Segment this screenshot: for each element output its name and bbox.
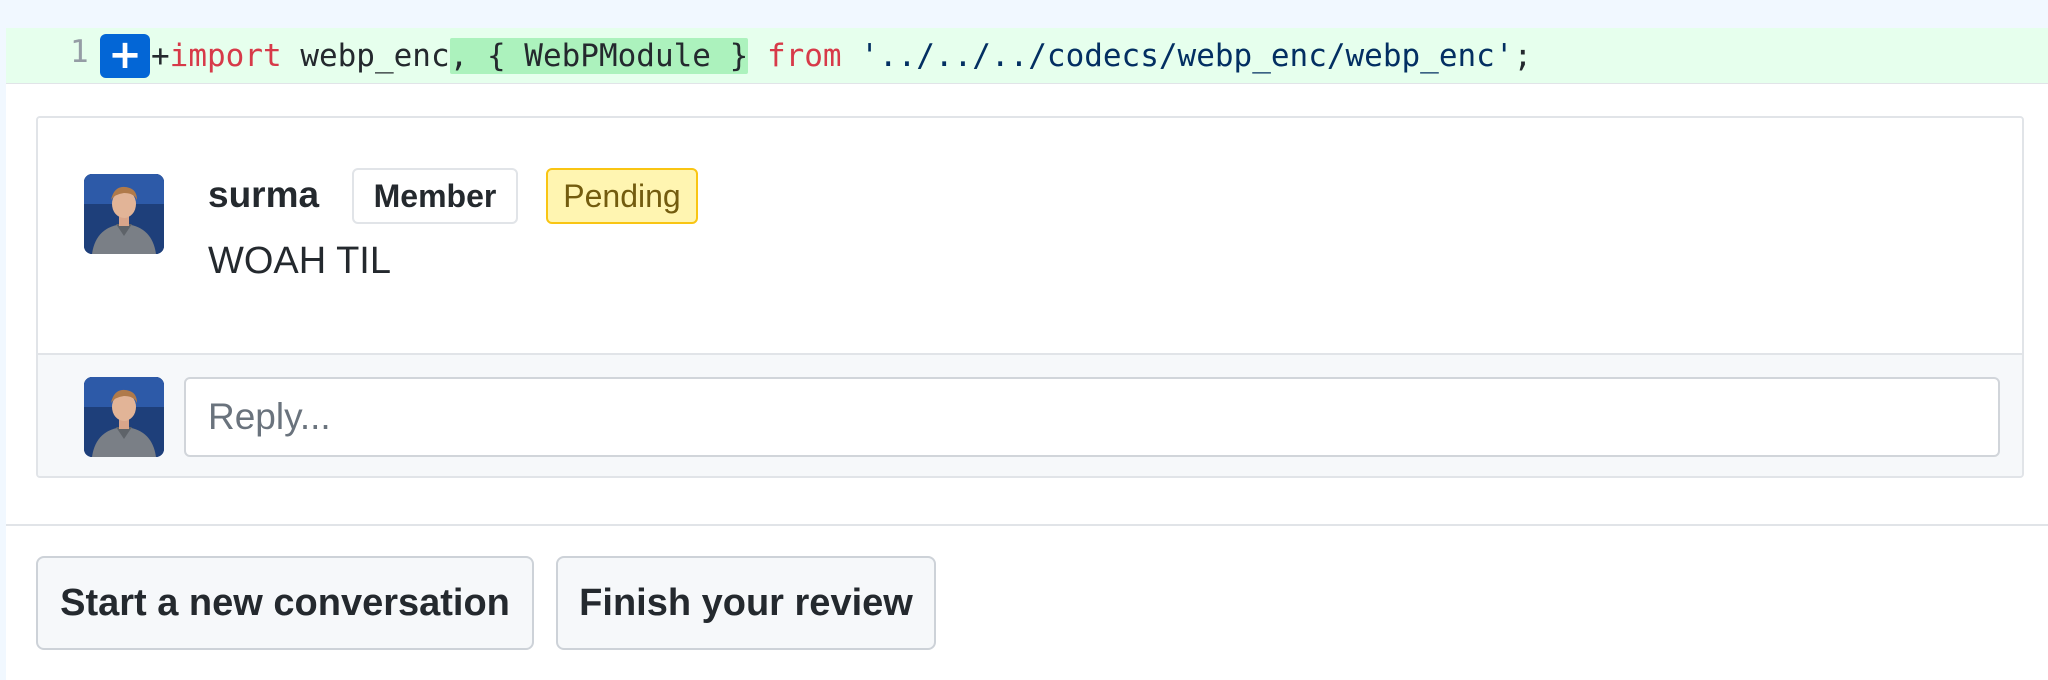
start-conversation-button[interactable]: Start a new conversation <box>36 556 534 650</box>
import-path-string: '../../../codecs/webp_enc/webp_enc' <box>860 38 1514 74</box>
import-keyword: import <box>169 38 282 74</box>
review-comment: surma Member Pending WOAH TIL <box>38 118 2022 353</box>
semicolon: ; <box>1513 38 1533 74</box>
avatar[interactable] <box>84 174 164 254</box>
default-import-name: webp_enc <box>281 38 450 74</box>
line-number[interactable]: 1 <box>70 34 89 70</box>
add-comment-button[interactable]: + <box>100 34 150 78</box>
plus-icon: + <box>108 32 142 78</box>
from-keyword: from <box>766 38 842 74</box>
review-thread: surma Member Pending WOAH TIL <box>36 116 2024 478</box>
code-content: +import webp_enc, { WebPModule } from '.… <box>151 36 1532 76</box>
top-strip <box>0 0 2048 28</box>
diff-added-line: 1 + +import webp_enc, { WebPModule } fro… <box>6 28 2048 84</box>
diff-plus-marker: + <box>151 38 170 74</box>
finish-review-button[interactable]: Finish your review <box>556 556 936 650</box>
reply-area <box>38 353 2022 476</box>
avatar[interactable] <box>84 377 164 457</box>
member-badge: Member <box>352 168 518 224</box>
reply-input[interactable] <box>184 377 2000 457</box>
comment-body: WOAH TIL <box>208 240 391 282</box>
added-highlight: , { WebPModule } <box>449 38 749 74</box>
divider <box>6 524 2048 526</box>
left-strip <box>0 28 6 680</box>
comment-author[interactable]: surma <box>208 174 320 215</box>
pending-badge: Pending <box>546 168 698 224</box>
